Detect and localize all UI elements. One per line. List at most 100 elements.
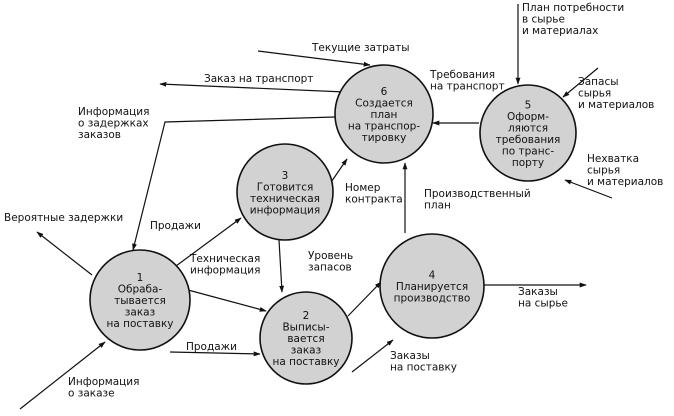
flow-arrow-3 (564, 179, 613, 199)
flow-label-line: запасов (308, 262, 352, 274)
flow-label-line: Запасы (578, 76, 619, 88)
flow-label-line: о задержках (78, 118, 149, 130)
flow-arrow-5 (257, 50, 371, 67)
process-6-circle (334, 64, 434, 164)
process-number: 5 (525, 99, 532, 111)
process-label-line: вается (287, 333, 324, 345)
flow-arrow-17 (351, 339, 394, 373)
flow-label-line: Нехватка (587, 153, 639, 165)
process-label-line: заказ (291, 345, 321, 357)
process-label-line: ляются (508, 122, 548, 134)
flow-label-current-costs: Текущие затраты (311, 42, 410, 54)
flow-label-line: Информация (78, 106, 149, 118)
flow-label-line: и материалов (587, 176, 663, 188)
process-2-circle (259, 291, 353, 385)
flow-label-line: сырья (587, 165, 620, 177)
process-label-line: заказ (125, 307, 155, 319)
flow-label-line: и материалах (522, 25, 598, 37)
process-label-line: Выписы- (282, 322, 329, 334)
process-label-line: производство (394, 293, 471, 305)
flow-label-probable-delays: Вероятные задержки (4, 212, 123, 224)
flow-label-line: заказов (78, 129, 121, 141)
process-label-line: на поставку (107, 318, 174, 330)
flow-arrow-14 (347, 281, 382, 317)
flow-label-line: контракта (345, 194, 403, 206)
process-3-circle (236, 143, 334, 241)
flow-arrow-2 (562, 67, 599, 98)
flow-label-sales-13: Продажи (150, 220, 201, 232)
flow-arrow-16 (169, 351, 261, 357)
process-label-line: на поставку (273, 356, 340, 368)
flow-label-line: и материалов (578, 99, 654, 111)
process-label-line: порту (512, 157, 544, 169)
flow-label-line: Производственный (424, 188, 531, 200)
flow-label-line: о заказе (68, 388, 115, 400)
flow-label-line: на сырье (518, 298, 568, 310)
flow-label-line: Заказ на транспорт (204, 73, 313, 85)
flow-label-line: на поставку (390, 362, 457, 374)
process-label-line: техническая (250, 193, 320, 205)
process-label-line: Планируется (396, 281, 468, 293)
flow-label-line: Уровень (308, 250, 353, 262)
flow-label-line: Текущие затраты (311, 42, 410, 54)
process-1-circle (89, 249, 191, 351)
process-4-circle (379, 233, 485, 339)
process-5-circle (479, 84, 577, 182)
flow-label-line: в сырье (522, 14, 565, 26)
flow-label-line: Техническая (189, 253, 260, 265)
flow-arrow-13 (187, 289, 267, 312)
flow-label-transport-order: Заказ на транспорт (204, 73, 313, 85)
process-label-line: информация (250, 204, 320, 216)
flow-arrow-9 (175, 217, 242, 267)
flow-label-line: сырья (578, 88, 611, 100)
flow-label-line: План потребности (522, 2, 624, 14)
process-label-line: Обраба- (118, 284, 163, 296)
process-label-line: требования (496, 134, 561, 146)
flow-arrow-18 (19, 341, 106, 410)
flow-label-line: Требования (429, 69, 495, 81)
flow-arrow-12 (278, 239, 285, 293)
process-label-line: Оформ- (507, 111, 549, 123)
flow-label-line: Вероятные задержки (4, 212, 123, 224)
flow-label-sales-12: Продажи (186, 341, 237, 353)
process-number: 6 (381, 86, 388, 98)
flow-label-line: информация (190, 265, 260, 277)
process-number: 1 (137, 272, 144, 284)
flow-arrows (19, 4, 613, 410)
process-label-line: Создается (355, 98, 413, 110)
flow-arrow-7 (132, 116, 336, 251)
process-label-line: тывается (114, 295, 166, 307)
process-label-line: по транс- (502, 145, 554, 157)
process-number: 4 (429, 270, 436, 282)
flow-arrow-8 (36, 231, 93, 276)
process-label-line: Готовится (257, 181, 314, 193)
process-number: 2 (303, 310, 310, 322)
process-label-line: тировку (362, 132, 407, 144)
flow-label-line: Заказы (390, 350, 430, 362)
process-label-line: план (371, 109, 398, 121)
flow-label-line: план (424, 200, 451, 212)
flow-label-line: Информация (68, 376, 139, 388)
flow-label-line: Заказы (518, 286, 558, 298)
flow-arrow-6 (159, 81, 346, 93)
